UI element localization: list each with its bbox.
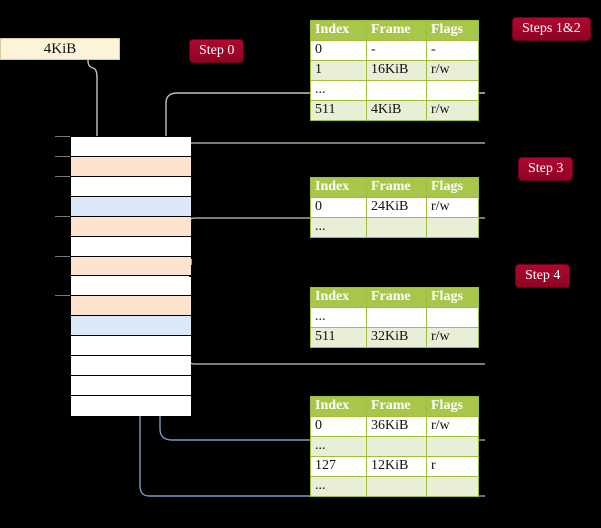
table-cell-index: ... (310, 80, 367, 101)
table-header-index: Index (310, 287, 367, 308)
table-cell-frame (366, 217, 427, 238)
step-label-step3: Step 3 (519, 158, 573, 180)
table-header-frame: Frame (366, 177, 427, 198)
table-cell-flags: r/w (426, 416, 479, 437)
table-header-flags: Flags (426, 287, 479, 308)
table-row: ... (310, 217, 479, 238)
step-label-steps-1-2: Steps 1&2 (513, 18, 590, 40)
table-cell-frame: 4KiB (366, 100, 427, 121)
table-cell-frame (366, 307, 427, 328)
memory-frame-free (71, 336, 191, 357)
step-label-step0: Step 0 (190, 40, 244, 62)
memory-tick (55, 295, 70, 297)
memory-frame-used (71, 156, 191, 177)
table-cell-flags (426, 217, 479, 238)
memory-frame-free (71, 236, 191, 257)
table-cell-index: 0 (310, 40, 367, 61)
table-row: 0-- (310, 40, 479, 61)
table-cell-index: 0 (310, 416, 367, 437)
table-cell-index: ... (310, 307, 367, 328)
memory-frame-used (71, 296, 191, 317)
table-header-frame: Frame (366, 287, 427, 308)
table-cell-frame (366, 476, 427, 497)
table-cell-flags: r/w (426, 60, 479, 81)
memory-frame-free (71, 176, 191, 197)
memory-frame-free (71, 356, 191, 377)
table-cell-frame (366, 80, 427, 101)
table-cell-flags: - (426, 40, 479, 61)
table-header-frame: Frame (366, 396, 427, 417)
table-cell-flags (426, 436, 479, 457)
table-cell-flags: r/w (426, 327, 479, 348)
memory-frame-free (71, 376, 191, 397)
table-header-flags: Flags (426, 396, 479, 417)
table-cell-frame: 36KiB (366, 416, 427, 437)
table-cell-frame: 12KiB (366, 456, 427, 477)
table-header-flags: Flags (426, 177, 479, 198)
memory-tick (55, 136, 70, 137)
memory-frame-alloc (71, 316, 191, 337)
table-row: ... (310, 476, 479, 497)
table-cell-frame: 16KiB (366, 60, 427, 81)
table-cell-index: 511 (310, 327, 367, 348)
table-header-index: Index (310, 20, 367, 41)
memory-frame-used (71, 256, 191, 277)
memory-tick (55, 255, 70, 257)
table-cell-flags: r/w (426, 197, 479, 218)
step-label-step4: Step 4 (516, 265, 570, 287)
table-cell-flags: r (426, 456, 479, 477)
table-cell-frame: 32KiB (366, 327, 427, 348)
table-cell-index: 0 (310, 197, 367, 218)
memory-tick (55, 215, 70, 217)
table-header-frame: Frame (366, 20, 427, 41)
table-row: ... (310, 80, 479, 101)
table-header-index: Index (310, 396, 367, 417)
table-cell-flags: r/w (426, 100, 479, 121)
table-cell-frame (366, 436, 427, 457)
table-cell-frame: - (366, 40, 427, 61)
table-cell-index: 511 (310, 100, 367, 121)
table-cell-index: 127 (310, 456, 367, 477)
table-header-index: Index (310, 177, 367, 198)
table-cell-flags (426, 80, 479, 101)
physical-memory-column (70, 136, 191, 416)
table-cell-index: 1 (310, 60, 367, 81)
table-header-flags: Flags (426, 20, 479, 41)
table-cell-index: ... (310, 217, 367, 238)
memory-frame-used (71, 216, 191, 237)
memory-frame-free (71, 137, 191, 157)
table-cell-index: ... (310, 436, 367, 457)
memory-frame-alloc (71, 196, 191, 217)
table-cell-flags (426, 307, 479, 328)
table-row: ... (310, 436, 479, 457)
table-cell-frame: 24KiB (366, 197, 427, 218)
memory-frame-free (71, 396, 191, 416)
memory-frame-free (71, 276, 191, 297)
memory-tick (55, 175, 70, 177)
memory-tick (55, 155, 70, 157)
table-row: ... (310, 307, 479, 328)
table-cell-flags (426, 476, 479, 497)
allocation-request-box: 4KiB (0, 38, 120, 60)
table-cell-index: ... (310, 476, 367, 497)
